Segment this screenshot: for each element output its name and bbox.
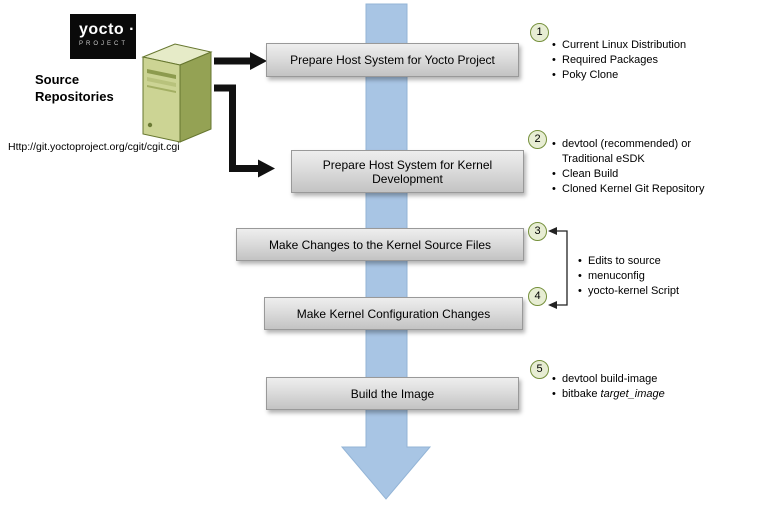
step-box-build-image: Build the Image: [266, 377, 519, 410]
step-circle-4: 4: [528, 287, 547, 306]
step-5-bullet-list: devtool build-image bitbake target_image: [552, 372, 757, 402]
step-box-label: Prepare Host System for Yocto Project: [290, 53, 495, 67]
step-circle-5: 5: [530, 360, 549, 379]
step-box-label: Make Changes to the Kernel Source Files: [268, 237, 492, 252]
bullet-item: devtool (recommended) or Traditional eSD…: [552, 137, 742, 167]
bullet-item: Clean Build: [552, 167, 742, 182]
step-1-bullet-list: Current Linux Distribution Required Pack…: [552, 38, 757, 83]
steps-3-4-shared-bracket: [548, 227, 568, 309]
bullet-item: Cloned Kernel Git Repository: [552, 182, 742, 197]
step-box-label: Build the Image: [350, 386, 435, 401]
server-vent-icon: [147, 85, 176, 93]
step-circle-2: 2: [528, 130, 547, 149]
step-box-label: Make Kernel Configuration Changes: [296, 306, 491, 321]
step-box-make-source-changes: Make Changes to the Kernel Source Files: [236, 228, 524, 261]
source-repositories-label: Source Repositories: [35, 72, 114, 104]
bullet-item: menuconfig: [578, 269, 748, 284]
yocto-logo-subtext: PROJECT: [79, 41, 129, 47]
step-circle-3: 3: [528, 222, 547, 241]
server-drive-bay-icon: [147, 69, 176, 79]
bullet-item: bitbake target_image: [552, 387, 757, 402]
bullet-item: Required Packages: [552, 53, 757, 68]
bullet-item: Current Linux Distribution: [552, 38, 757, 53]
bullet-item: yocto-kernel Script: [578, 284, 748, 299]
source-repositories-url: Http://git.yoctoproject.org/cgit/cgit.cg…: [8, 141, 180, 153]
bullet-item: Poky Clone: [552, 68, 757, 83]
steps-3-4-shared-bullet-list: Edits to source menuconfig yocto-kernel …: [578, 254, 748, 299]
yocto-logo: yocto · PROJECT: [70, 14, 136, 59]
server-icon: [141, 43, 213, 143]
step-box-label: Prepare Host System for Kernel Developme…: [322, 157, 493, 186]
server-drive-bay-icon: [147, 77, 176, 87]
italic-target-image: target_image: [600, 388, 665, 400]
step-circle-1: 1: [530, 23, 549, 42]
server-to-step1-arrow: [214, 52, 267, 70]
bullet-item: Edits to source: [578, 254, 748, 269]
step-box-prepare-host-kernel: Prepare Host System for Kernel Developme…: [291, 150, 524, 193]
step-box-make-config-changes: Make Kernel Configuration Changes: [264, 297, 523, 330]
step-box-prepare-host-yocto: Prepare Host System for Yocto Project: [266, 43, 519, 77]
bullet-item: devtool build-image: [552, 372, 757, 387]
yocto-logo-text: yocto ·: [79, 21, 135, 38]
step-2-bullet-list: devtool (recommended) or Traditional eSD…: [552, 137, 742, 197]
server-to-step2-arrow: [214, 84, 275, 178]
server-power-button-icon: [147, 122, 153, 128]
